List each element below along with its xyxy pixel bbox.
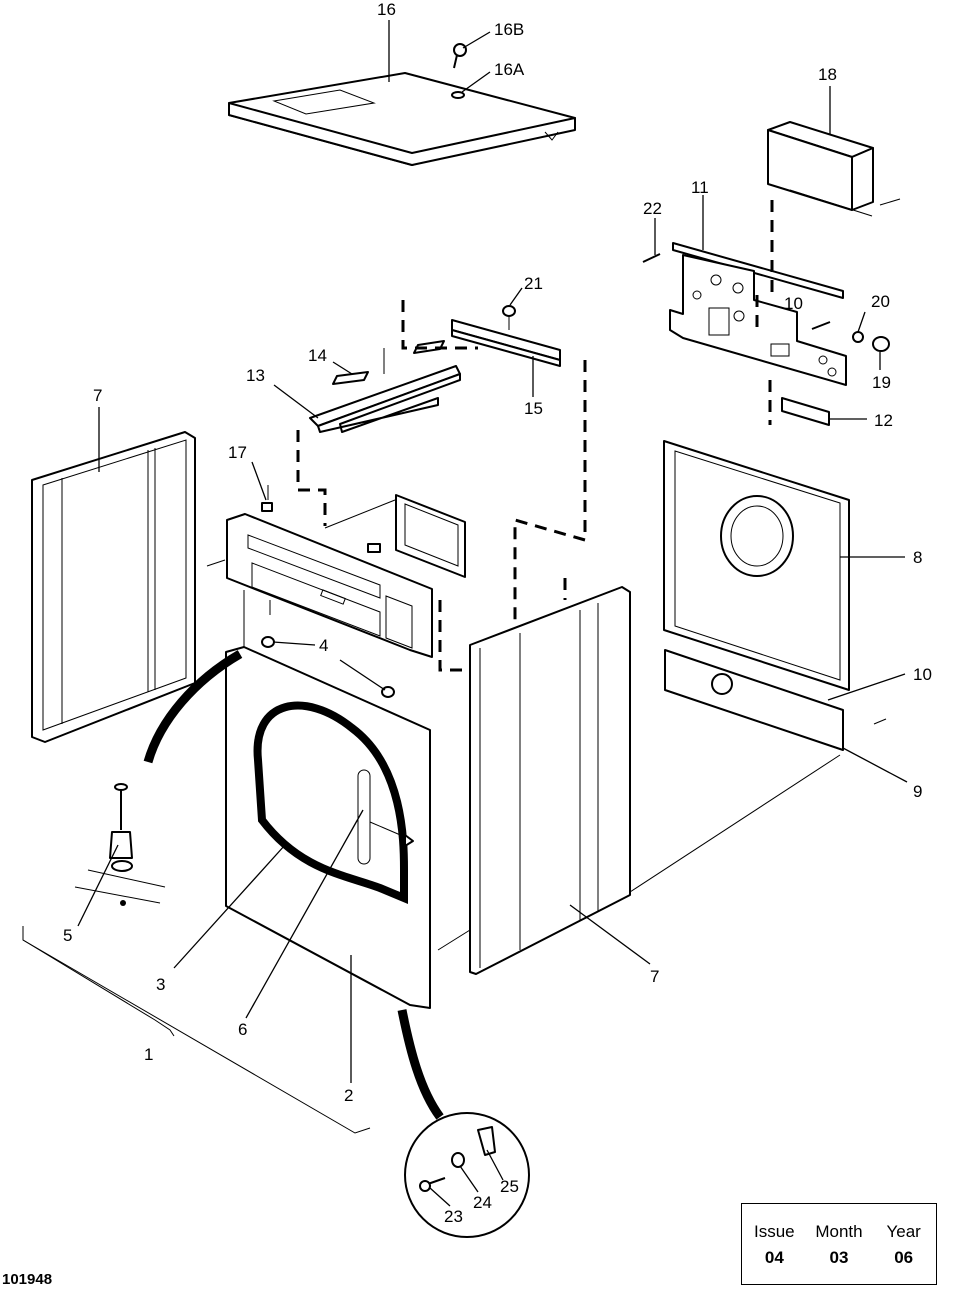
callout-5: 5 [63,926,72,945]
callout-19: 19 [872,373,891,392]
screw-22 [642,253,661,263]
rear-kick-plate [664,649,887,751]
nut-20 [852,331,864,343]
callout-18: 18 [818,65,837,84]
year-label: Year [886,1222,921,1241]
callout-4: 4 [319,636,328,655]
callout-12: 12 [874,411,893,430]
inner-bracket [395,494,466,578]
screw-10 [811,321,831,330]
front-panel [225,646,431,1009]
callout-2: 2 [344,1086,353,1105]
detail-arc-hinge [397,1009,444,1120]
side-panel-left [31,431,196,743]
issue-label: Issue [754,1222,795,1241]
fastener-4a [261,636,275,648]
callout-16B: 16B [494,20,524,39]
callout-7-left: 7 [93,386,102,405]
callout-23: 23 [444,1207,463,1226]
rear-bracket-11 [669,242,847,386]
callout-20: 20 [871,292,890,311]
callout-6: 6 [238,1020,247,1039]
figure-number: 101948 [2,1271,53,1288]
callout-25: 25 [500,1177,519,1196]
control-panel [206,502,433,658]
year-value: 06 [894,1248,914,1267]
callout-10-top: 10 [784,294,803,313]
leveling-foot [74,783,166,906]
key-16B [453,43,467,69]
callout-10-bottom: 10 [913,665,932,684]
pad-14 [332,371,369,385]
rear-electrical-cover [767,121,901,217]
callout-13: 13 [246,366,265,385]
month-label: Month [815,1222,863,1241]
callout-21: 21 [524,274,543,293]
leader-lines [77,20,908,1207]
callout-17: 17 [228,443,247,462]
plate-12 [781,397,830,426]
callout-14: 14 [308,346,327,365]
callout-1: 1 [144,1045,153,1064]
callout-16: 16 [377,0,396,19]
side-panel-right [469,586,631,975]
revision-table: Issue Month Year 04 03 06 [741,1203,937,1285]
month-value: 03 [829,1248,849,1267]
detail-arc-left [143,650,243,764]
callout-7-right: 7 [650,967,659,986]
callout-9: 9 [913,782,922,801]
lock-16A [451,91,465,99]
callout-22: 22 [643,199,662,218]
top-cover [228,72,576,166]
rail-15 [451,305,561,367]
callout-11: 11 [691,178,709,197]
issue-value: 04 [764,1248,784,1267]
bracket-13 [309,340,461,433]
callout-8: 8 [913,548,922,567]
grommet-19 [872,336,890,352]
callout-3: 3 [156,975,165,994]
callout-24: 24 [473,1193,492,1212]
rear-panel [663,440,850,691]
callout-15: 15 [524,399,543,418]
callout-16A: 16A [494,60,525,79]
